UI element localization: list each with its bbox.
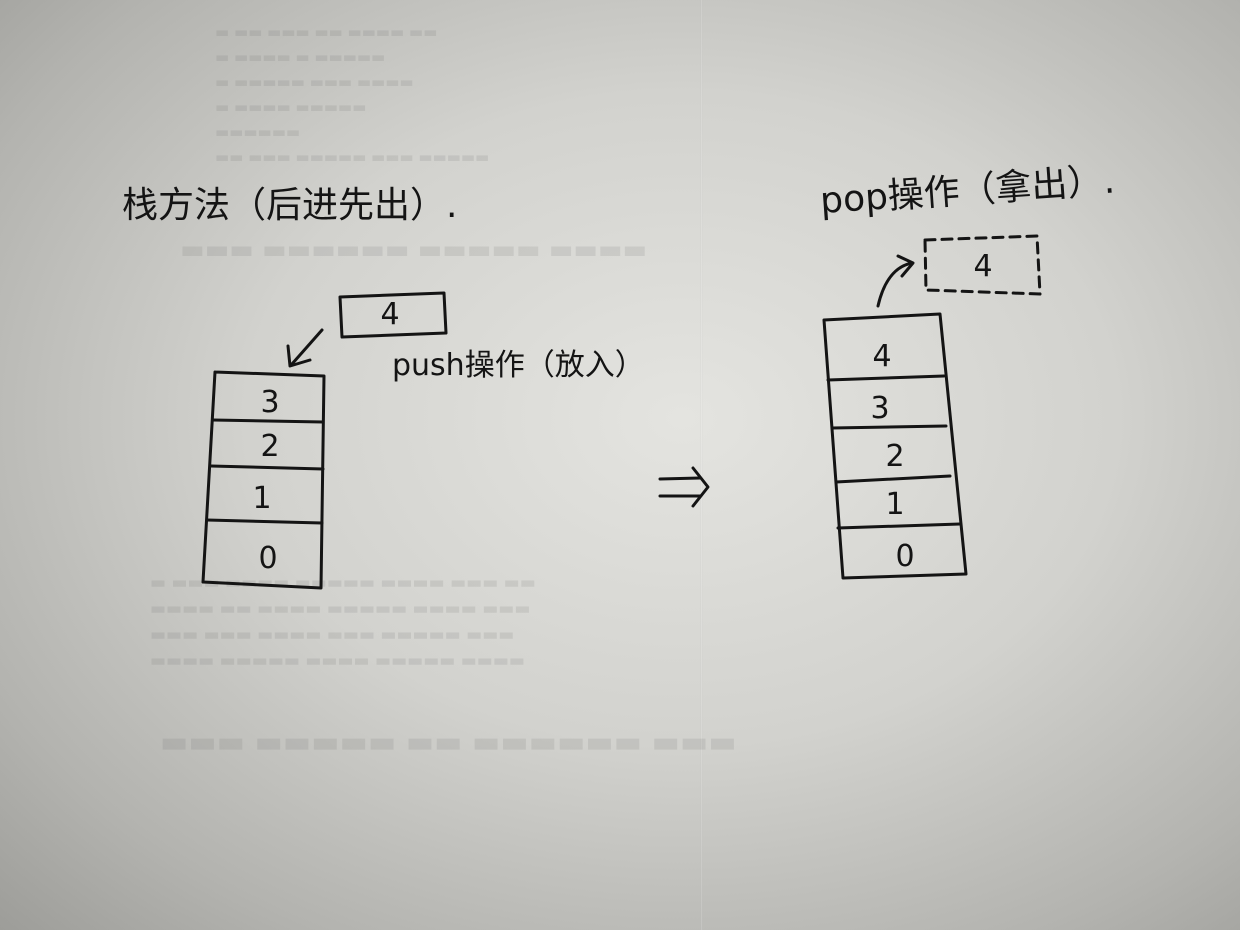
push-arrow (290, 328, 324, 366)
bleed-through-texture-4: ▬▬▬ ▬▬▬▬▬ ▬▬ ▬▬▬▬▬▬ ▬▬▬ (160, 725, 737, 760)
right-stack-outline (822, 312, 968, 580)
pop-arrow (876, 261, 914, 308)
pop-arrow-head (896, 254, 915, 278)
title-stack-method: 栈方法（后进先出）. (122, 185, 458, 226)
left-stack-divider-3 (205, 518, 324, 525)
push-item-box (338, 291, 448, 339)
left-stack-cell-2: 1 (252, 481, 271, 516)
page-crease (700, 0, 703, 930)
pop-item-box (923, 234, 1042, 296)
bleed-through-texture-3: ▬ ▬▬▬ ▬▬▬▬ ▬▬▬▬▬ ▬▬▬▬ ▬▬▬ ▬▬ ▬▬▬▬ ▬▬ ▬▬▬… (150, 573, 536, 671)
right-stack-divider-3 (834, 474, 952, 484)
right-stack-cell-1: 3 (870, 391, 889, 426)
left-stack-outline (201, 370, 326, 590)
right-stack-divider-1 (826, 374, 946, 382)
left-stack-cell-3: 0 (258, 541, 277, 576)
pop-item-value: 4 (973, 249, 992, 284)
push-operation-label: push操作（放入） (392, 348, 645, 383)
left-stack-divider-2 (209, 464, 325, 471)
left-stack-values: 3 2 1 0 (252, 385, 279, 576)
right-stack-values: 4 3 2 1 0 (870, 339, 914, 574)
right-stack-cell-3: 1 (885, 487, 904, 522)
push-arrow-head (286, 344, 312, 368)
right-stack-divider-4 (836, 522, 962, 530)
right-stack-divider-2 (830, 424, 948, 430)
left-stack-cell-1: 2 (260, 429, 279, 464)
transition-arrow-line-1 (658, 476, 702, 481)
right-stack-cell-4: 0 (895, 539, 914, 574)
bleed-through-texture: ▬ ▬▬ ▬▬▬ ▬▬ ▬▬▬▬ ▬▬ ▬ ▬▬▬▬ ▬ ▬▬▬▬▬ ▬ ▬▬▬… (215, 23, 490, 166)
right-stack-cell-2: 2 (885, 439, 904, 474)
left-stack-divider-1 (211, 418, 325, 424)
push-item-value: 4 (380, 297, 399, 332)
bleed-through-texture-2: ▬▬▬ ▬▬▬▬▬▬ ▬▬▬▬▬ ▬▬▬▬ (180, 235, 647, 265)
right-stack-cell-0: 4 (872, 339, 891, 374)
left-stack-cell-0: 3 (260, 385, 279, 420)
transition-arrow-head (691, 466, 710, 508)
